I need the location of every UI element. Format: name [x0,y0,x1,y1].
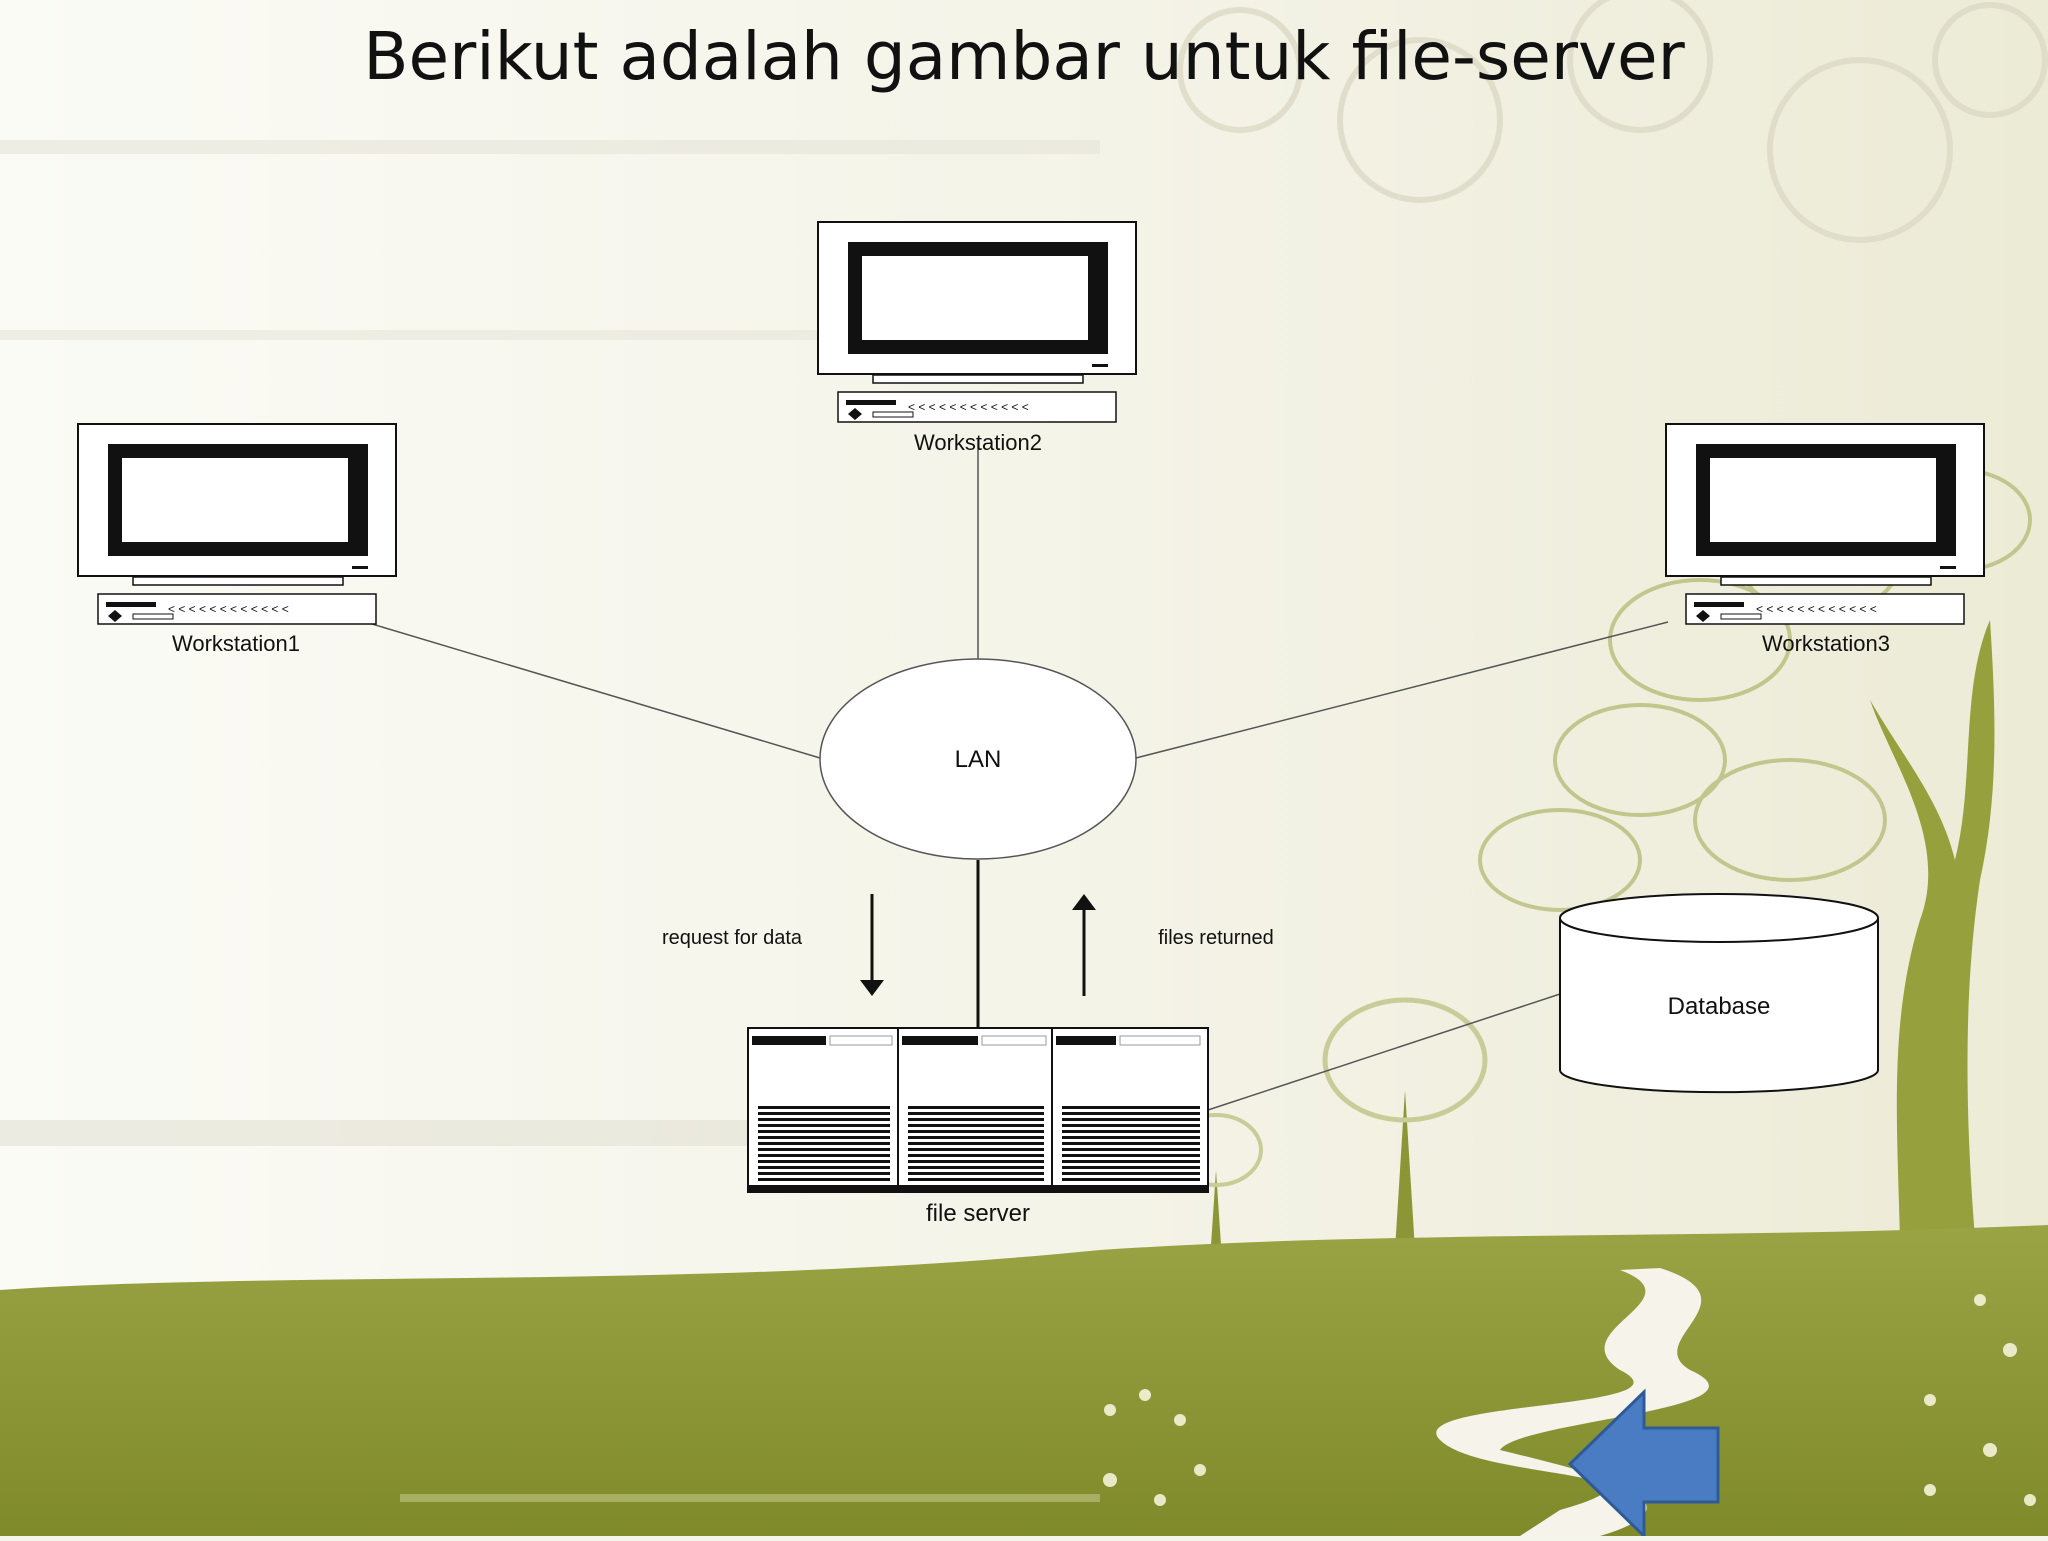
svg-text:< < < < < < < < < < < <: < < < < < < < < < < < < [168,602,289,616]
server-unit [747,1027,899,1187]
workstation2: < < < < < < < < < < < < [817,221,1137,423]
request-for-data-label: request for data [662,927,803,949]
workstation1: < < < < < < < < < < < < [77,423,397,625]
lan-label: LAN [955,746,1002,773]
lan-cloud [819,658,1137,860]
workstation3-label: Workstation3 [1762,631,1890,656]
slide-title: Berikut adalah gambar untuk file-server [363,18,1685,95]
svg-text:< < < < < < < < < < < <: < < < < < < < < < < < < [1756,602,1877,616]
returned-arrow-icon [1072,894,1096,996]
workstation2-label: Workstation2 [914,430,1042,455]
workstation3: < < < < < < < < < < < < [1665,423,1985,625]
link-ws1-lan [371,623,821,759]
server-unit [1051,1027,1209,1187]
left-arrow-icon[interactable] [1567,1388,1720,1540]
link-server-database [1207,993,1561,1111]
file-server-label: file server [926,1200,1030,1227]
svg-text:< < < < < < < < < < < <: < < < < < < < < < < < < [908,400,1029,414]
database-cylinder [1559,893,1879,1094]
server-unit [897,1027,1053,1187]
connectors [371,440,1669,1111]
file-server [747,1027,1209,1193]
workstation1-label: Workstation1 [172,631,300,656]
files-returned-label: files returned [1158,927,1274,949]
database-label: Database [1668,993,1771,1020]
request-arrow-icon [860,894,884,996]
small-tree [1169,997,1488,1260]
link-ws3-lan [1135,621,1669,759]
